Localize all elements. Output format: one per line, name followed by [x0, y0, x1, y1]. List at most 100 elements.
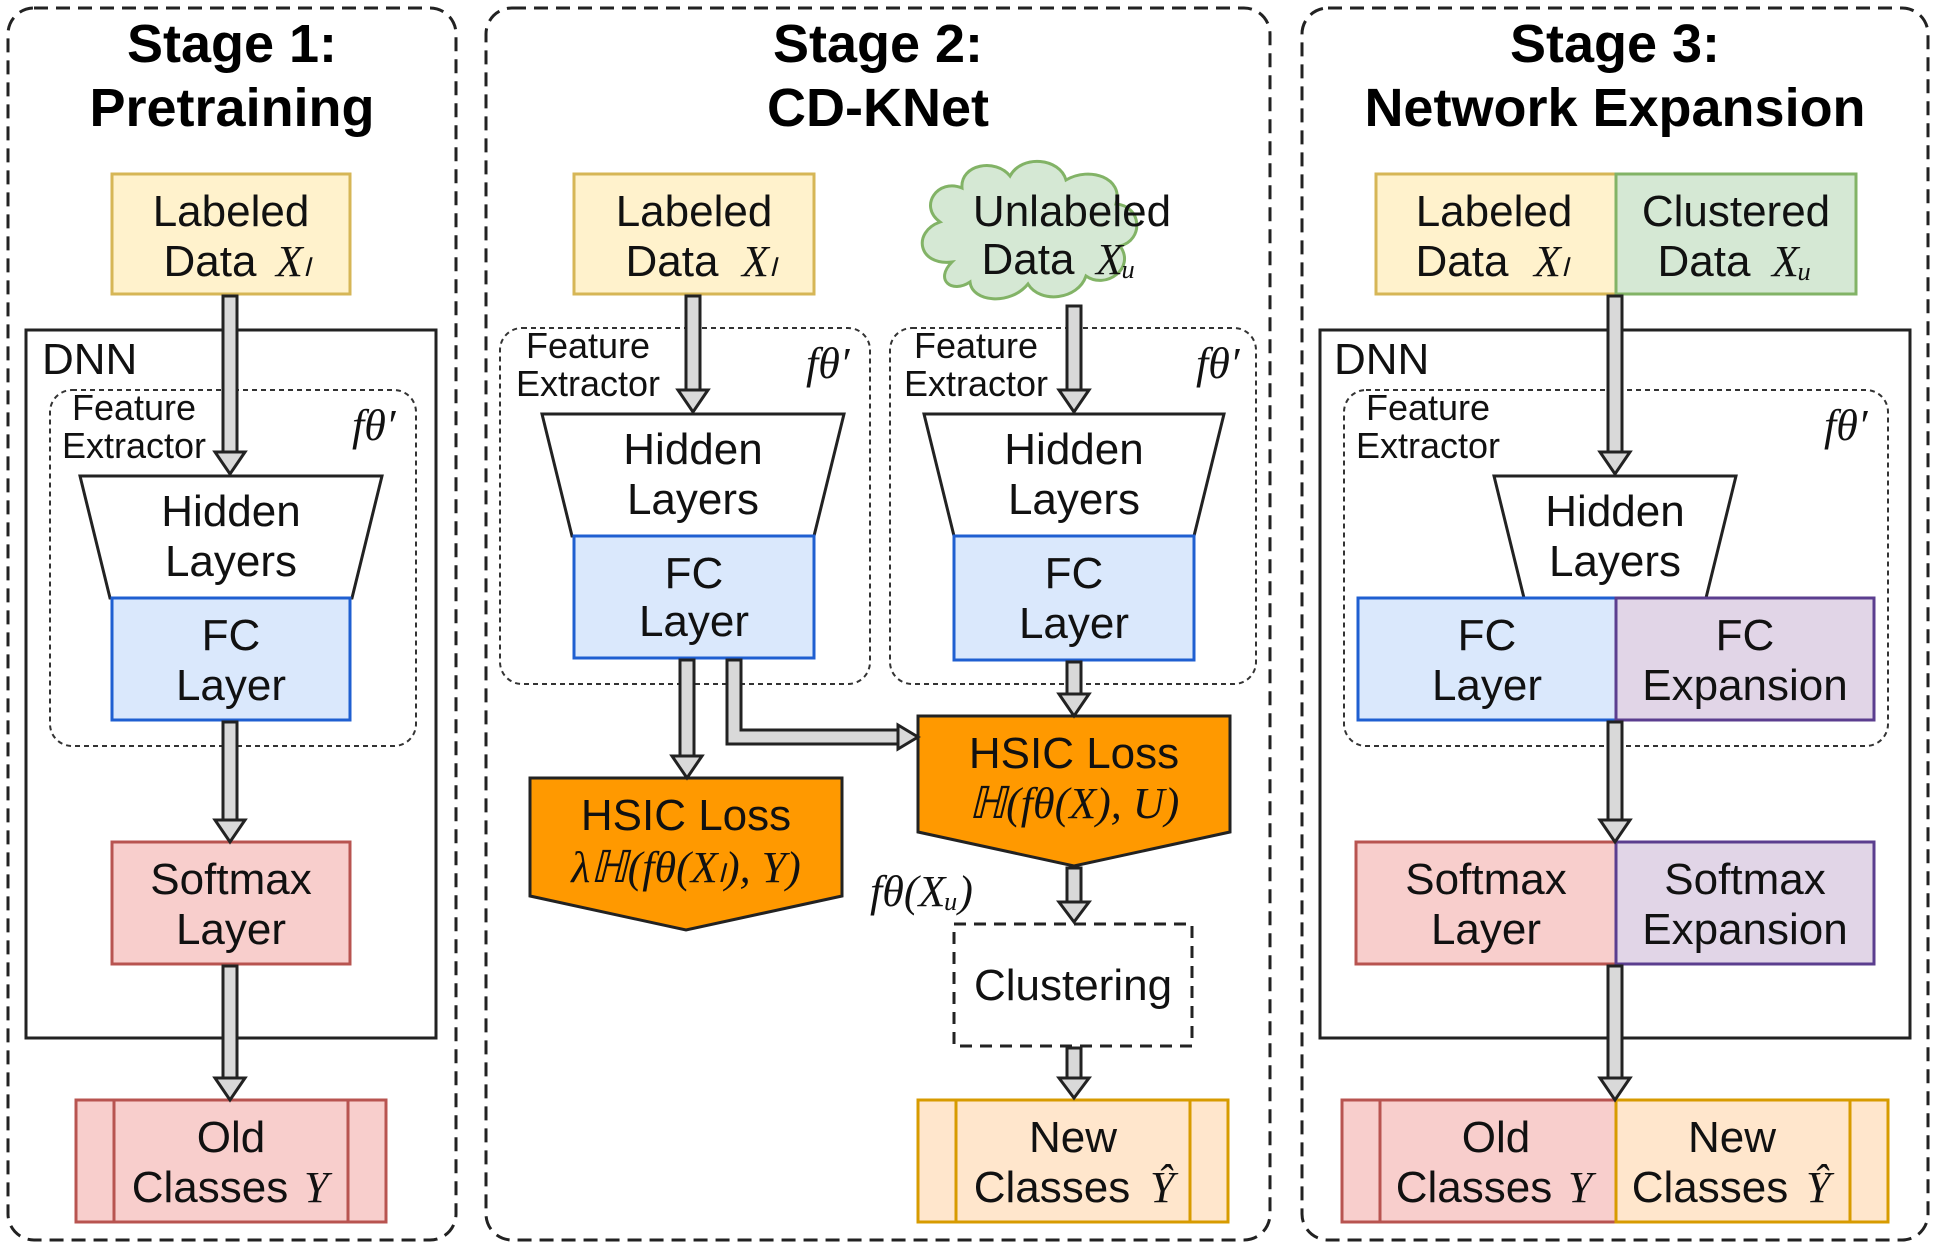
- stage2-left-hsic-formula: λℍ(fθ(Xₗ), Y): [569, 843, 801, 892]
- stage1-hidden-line1: Hidden: [161, 487, 300, 536]
- stage2-labeled-line2: Data: [626, 237, 719, 286]
- stage3-new-math: Ŷ: [1806, 1163, 1835, 1212]
- stage2-unlabeled-cloud: [920, 160, 1139, 301]
- stage1-fc-line2: Layer: [176, 661, 286, 710]
- stage1-f-theta: fθ′: [352, 401, 397, 450]
- stage3-panel: [1300, 6, 1930, 1242]
- stage2-clustering-box: [952, 922, 1194, 1048]
- stage2-arrow-hsic-to-clustering: [1056, 866, 1092, 925]
- stage1-fc-layer: [110, 596, 352, 722]
- stage3-fcexp-line1: FC: [1716, 611, 1775, 660]
- stage3-new-line1: New: [1688, 1113, 1776, 1162]
- stage2-left-hidden-line1: Hidden: [623, 425, 762, 474]
- stage2-right-feature-extractor-box: [889, 327, 1257, 685]
- stage3-clustered-math: Xᵤ: [1770, 237, 1812, 286]
- stage3-old-line2: Classes: [1396, 1163, 1553, 1212]
- stage2-left-fc-layer: [572, 534, 816, 660]
- stage1-feature-extractor-box: [49, 389, 417, 747]
- stage1-arrow-fc-to-softmax: [212, 720, 248, 845]
- stage1-labeled-data-box: [110, 172, 352, 296]
- stage2-right-hsic-label: HSIC Loss: [969, 729, 1179, 778]
- stage1-title-line2: Pretraining: [89, 78, 374, 138]
- stage3-hidden-line1: Hidden: [1545, 487, 1684, 536]
- stage2-right-hsic-loss: [916, 714, 1232, 868]
- stage3-labeled-line2: Data: [1416, 237, 1509, 286]
- stage2-new-line1: New: [1029, 1113, 1117, 1162]
- stage2-arrow-leftfc-to-right-hsic: [725, 658, 921, 752]
- stage1-fe-line1: Feature: [72, 387, 196, 428]
- stage1-arrow-softmax-to-classes: [212, 964, 248, 1103]
- stage2-arrow-clustering-to-classes: [1056, 1046, 1092, 1101]
- stage2-unlabeled-line1: Unlabeled: [973, 187, 1171, 236]
- stage2-arrow-rightfc-to-hsic: [1056, 660, 1092, 719]
- stage3-title-line2: Network Expansion: [1364, 78, 1865, 138]
- stage2-new-line2: Classes: [974, 1163, 1131, 1212]
- stage2-arrow-labeled-to-hidden: [675, 294, 711, 415]
- stage3-labeled-math: Xₗ: [1532, 237, 1571, 286]
- stage2-clustering-label: Clustering: [974, 961, 1172, 1010]
- stage3-fc-expansion: [1614, 596, 1876, 722]
- stage2-right-hsic-formula: ℍ(fθ(X), U): [969, 779, 1179, 828]
- stage1-old-math: Y: [304, 1163, 333, 1212]
- stage2-left-f-theta: fθ′: [806, 339, 851, 388]
- stage2-right-fc-layer: [952, 534, 1196, 662]
- stage1-panel: [6, 6, 458, 1242]
- stage2-title-line2: CD-KNet: [767, 78, 989, 138]
- stage3-fe-line1: Feature: [1366, 387, 1490, 428]
- stage3-fcexp-line2: Expansion: [1642, 661, 1847, 710]
- stage2-title-line1: Stage 2:: [773, 14, 983, 74]
- stage2-labeled-math: Xₗ: [740, 237, 779, 286]
- stage3-title-line1: Stage 3:: [1510, 14, 1720, 74]
- stage1-arrow-data-to-hidden: [212, 294, 248, 477]
- stage1-hidden-line2: Layers: [165, 537, 297, 586]
- stage3-softmax-line1: Softmax: [1405, 855, 1566, 904]
- stage3-f-theta: fθ′: [1824, 401, 1869, 450]
- stage3-hidden-line2: Layers: [1549, 537, 1681, 586]
- stage2-right-fc-line1: FC: [1045, 549, 1104, 598]
- stage2-f-xu-label: fθ(Xᵤ): [870, 867, 973, 916]
- stage3-arrow-softmax-to-classes: [1597, 964, 1633, 1103]
- stage2-unlabeled-math: Xᵤ: [1094, 235, 1136, 284]
- stage2-right-hidden-line1: Hidden: [1004, 425, 1143, 474]
- stage3-softexp-line1: Softmax: [1664, 855, 1825, 904]
- stage3-clustered-line1: Clustered: [1642, 187, 1830, 236]
- stage3-fc-layer: [1356, 596, 1618, 722]
- stage3-fc-line2: Layer: [1432, 661, 1542, 710]
- stage3-arrow-data-to-hidden: [1597, 294, 1633, 477]
- stage1-old-line1: Old: [197, 1113, 265, 1162]
- stage1-labeled-math: Xₗ: [274, 237, 313, 286]
- stage2-left-fe-line2: Extractor: [516, 363, 660, 404]
- stage3-softexp-line2: Expansion: [1642, 905, 1847, 954]
- stage1-labeled-line1: Labeled: [153, 187, 310, 236]
- stage2-right-fc-line2: Layer: [1019, 599, 1129, 648]
- stage3-fe-line2: Extractor: [1356, 425, 1500, 466]
- stage2-left-hsic-label: HSIC Loss: [581, 791, 791, 840]
- stage2-new-classes: [916, 1098, 1230, 1224]
- stage2-labeled-data-box: [572, 172, 816, 296]
- stage3-clustered-data-box: [1614, 172, 1858, 296]
- stage2-left-fc-line2: Layer: [639, 597, 749, 646]
- stage3-clustered-line2: Data: [1658, 237, 1751, 286]
- stage2-right-fe-line1: Feature: [914, 325, 1038, 366]
- stage1-fc-line1: FC: [202, 611, 261, 660]
- stage2-right-hidden-line2: Layers: [1008, 475, 1140, 524]
- stage1-softmax-line1: Softmax: [150, 855, 311, 904]
- stage2-labeled-line1: Labeled: [616, 187, 773, 236]
- stage2-unlabeled-line2: Data: [982, 235, 1075, 284]
- stage2-right-fe-line2: Extractor: [904, 363, 1048, 404]
- stage2-panel: [484, 6, 1272, 1242]
- stage2-left-hsic-loss: [528, 776, 844, 932]
- stage1-old-line2: Classes: [132, 1163, 289, 1212]
- stage2-arrow-unlabeled-to-hidden: [1056, 304, 1092, 415]
- stage2-right-f-theta: fθ′: [1196, 339, 1241, 388]
- stage1-softmax-line2: Layer: [176, 905, 286, 954]
- stage3-softmax-expansion: [1614, 840, 1876, 966]
- stage3-softmax-line2: Layer: [1431, 905, 1541, 954]
- stage3-old-classes: [1340, 1098, 1618, 1224]
- stage3-softmax-layer: [1354, 840, 1618, 966]
- stage1-hidden-layers: [78, 474, 384, 600]
- stage3-old-math: Y: [1568, 1163, 1597, 1212]
- stage3-arrow-fc-to-softmax: [1597, 720, 1633, 845]
- stage1-title-line1: Stage 1:: [127, 14, 337, 74]
